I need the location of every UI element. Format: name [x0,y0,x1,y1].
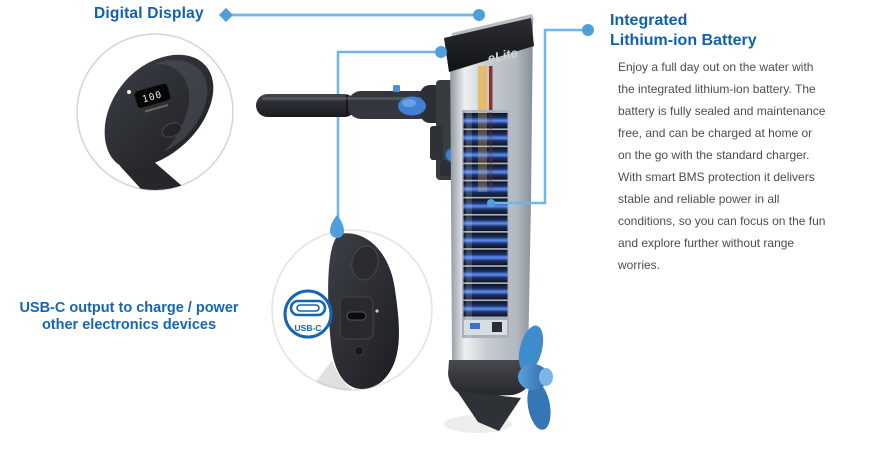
window-glare [466,110,472,338]
usbc-port-opening [346,311,367,321]
tiller-top-view [104,54,214,169]
battery-cell [463,232,508,249]
propeller-cone [539,368,553,386]
battery-callout-line [488,28,588,205]
usb-c-icon: USB-C [283,289,333,339]
throttle-pad-highlight [402,99,416,107]
callout-markers [218,7,594,238]
tiller-arm [256,85,458,123]
motor-body: eLite [444,14,534,362]
battery-title-line1: Integrated [610,12,688,29]
battery-line-end-dot [487,199,495,207]
power-button [161,122,183,138]
motor-pod [448,360,531,397]
battery-title-line2: Lithium-ion Battery [610,32,757,49]
lower-unit [448,325,553,431]
usb-label-line2: other electronics devices [41,317,217,333]
usb-callout-line [336,50,439,226]
usb-connector-outer [289,299,327,317]
battery-cell [463,113,508,129]
spec-dot [375,309,379,313]
display-line-diamond [218,7,234,23]
port-cover-cap [351,245,379,281]
propeller-blade-upper [518,325,544,373]
display-reading: 100 [141,89,163,105]
wire-yellow [478,66,487,114]
usb-icon-label: USB-C [295,323,322,333]
display-line-dot [473,9,485,21]
brand-logo: eLite [486,45,519,66]
usb-label-line1: USB-C output to charge / power [19,300,239,316]
battery-cell [463,181,508,197]
battery-cell [463,164,508,180]
tiller-highlight [262,97,422,100]
battery-cell [463,215,508,231]
digital-display-label: Digital Display [94,5,204,22]
propeller-hub [518,364,548,390]
battery-line-dot [582,24,594,36]
tiller-led-button [393,85,400,92]
port-screw [354,346,364,356]
usb-port-inset [271,229,433,391]
bracket-arm [430,126,443,160]
bms-chip-blue [470,323,480,329]
display-screen [133,82,172,109]
battery-cell [463,130,508,146]
wire-red-reflection [489,112,493,192]
wire-red [489,66,493,114]
usb-output-label: USB-C output to charge / power other ele… [0,300,258,334]
wire-yellow-reflection [478,112,487,192]
battery-cell [463,147,508,163]
battery-cell [463,266,508,283]
display-led [127,90,131,94]
battery-description: Enjoy a full day out on the water with t… [618,60,826,272]
usb-drop-marker [330,215,344,238]
usb-line-dot [435,46,447,58]
display-subtext [144,103,169,113]
usb-connector-inner [296,304,320,312]
battery-cell [463,249,508,266]
battery-title: Integrated Lithium-ion Battery [610,11,757,51]
digital-display-inset: 100 [76,33,234,191]
bms-chip-dark [492,322,502,332]
skeg [457,391,521,431]
battery-cell [463,284,508,300]
head-cap [444,18,534,72]
tiller-top-highlight [150,60,208,152]
battery-cell [463,301,508,317]
propeller-blade-lower [527,382,551,430]
